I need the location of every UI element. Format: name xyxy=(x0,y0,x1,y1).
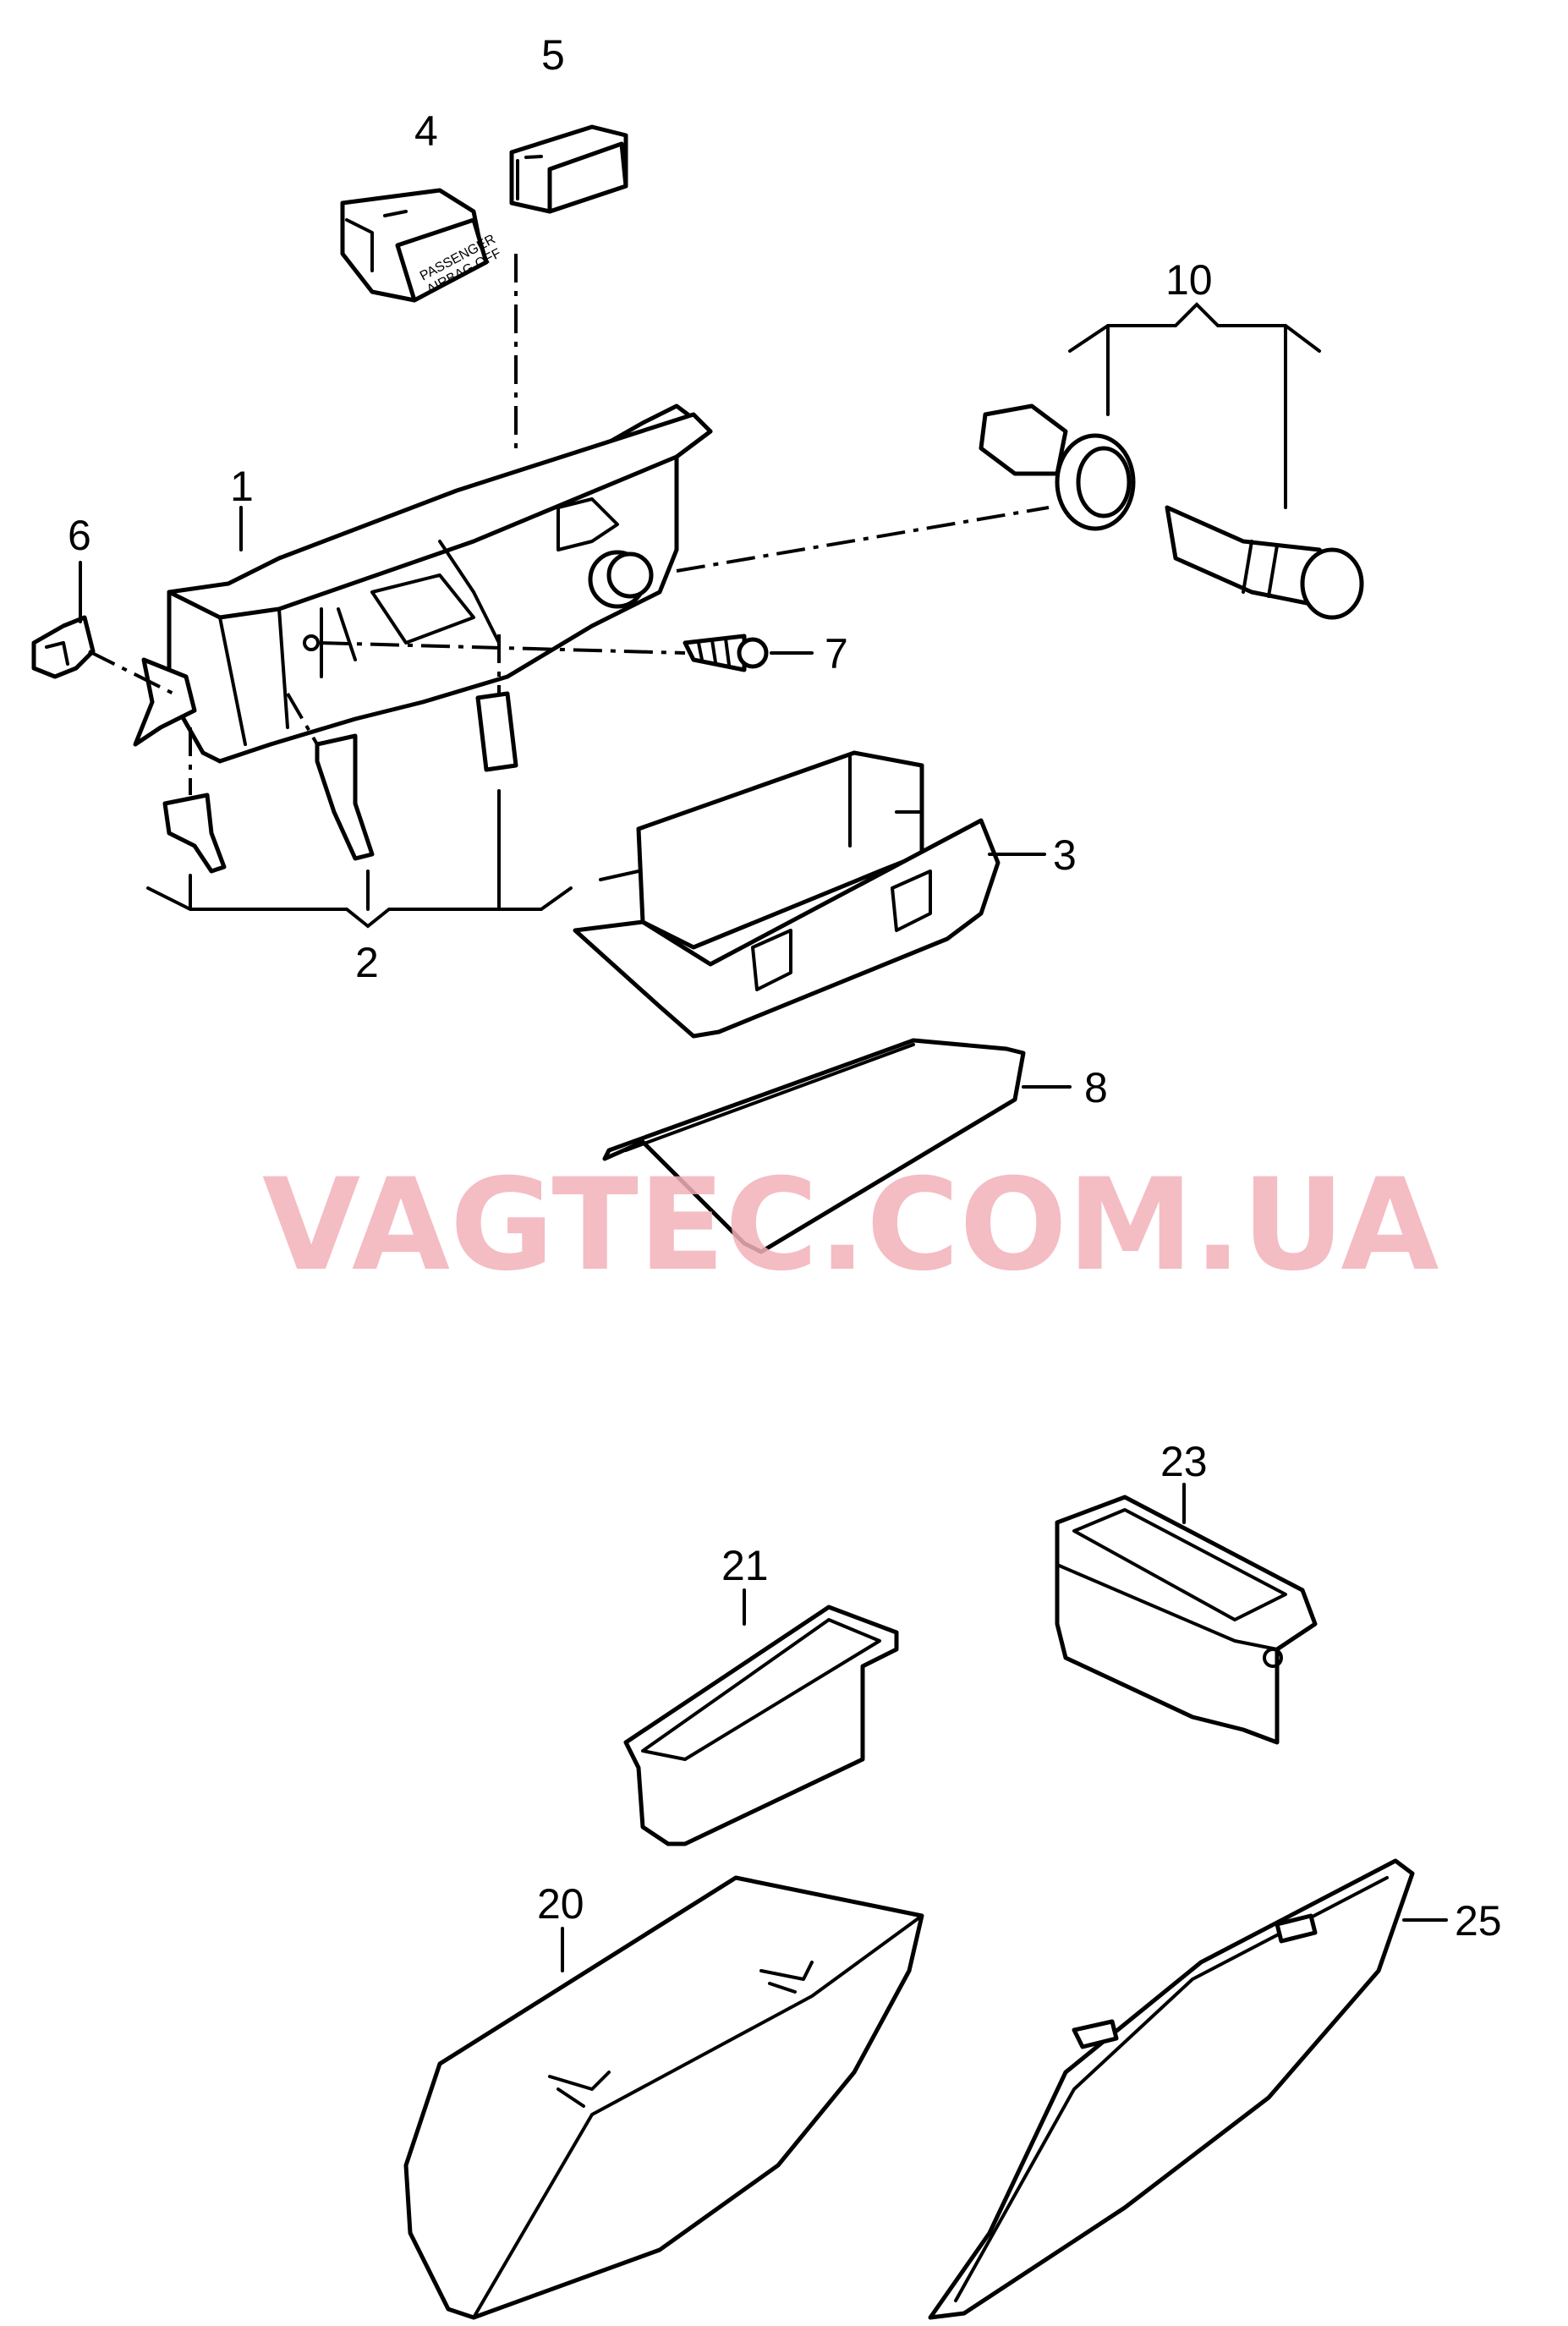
part-20-large-glove-box xyxy=(403,1875,924,2320)
assembly-line-2b xyxy=(286,692,319,746)
callout-20: 20 xyxy=(537,1880,584,1928)
callout-7: 7 xyxy=(825,630,848,678)
bracket-2 xyxy=(146,789,573,929)
callout-2: 2 xyxy=(355,939,379,986)
assembly-line-6 xyxy=(88,650,174,695)
callout-21: 21 xyxy=(721,1542,769,1589)
callout-4: 4 xyxy=(414,107,438,155)
watermark: VAGTEC.COM.UA xyxy=(262,1152,1439,1299)
callout-5: 5 xyxy=(541,31,565,79)
part-10-cigarette-lighter xyxy=(979,403,1364,620)
callout-10: 10 xyxy=(1165,256,1213,304)
assembly-line-7 xyxy=(319,641,686,655)
part-1-trim-panel xyxy=(133,403,713,764)
callout-8: 8 xyxy=(1084,1064,1108,1111)
part-2-clips xyxy=(162,691,518,874)
callout-1: 1 xyxy=(230,463,254,510)
part-5-switch-blank xyxy=(509,124,628,214)
callout-6: 6 xyxy=(68,512,91,559)
callout-23: 23 xyxy=(1160,1438,1208,1485)
part-4-airbag-switch: PASSENGER AIRBAG OFF xyxy=(340,188,504,303)
part-6-clip xyxy=(31,615,96,679)
callout-25: 25 xyxy=(1455,1897,1502,1945)
part-21-small-tray xyxy=(623,1605,899,1846)
part-8-lid-insert xyxy=(602,1038,1026,1254)
part-7-screw xyxy=(683,634,769,672)
part-25-glove-box-lid xyxy=(928,1858,1415,2320)
assembly-line-10 xyxy=(676,506,1050,573)
callout-3: 3 xyxy=(1053,831,1077,879)
bracket-10 xyxy=(1068,302,1321,509)
part-3-glove-box xyxy=(573,750,1001,1039)
part-23-storage-compartment xyxy=(1055,1495,1318,1745)
